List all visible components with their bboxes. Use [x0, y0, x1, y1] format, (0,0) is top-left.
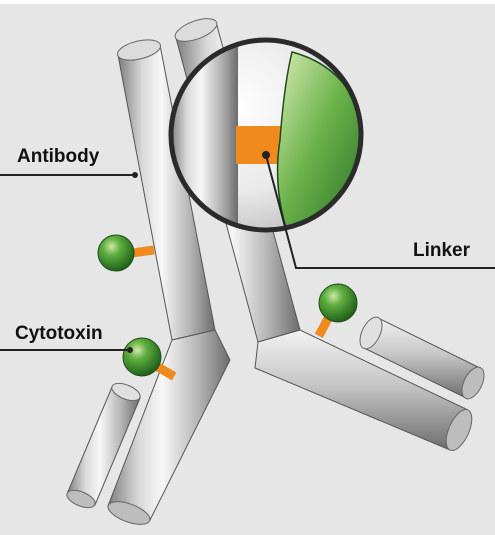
- cytotoxin-label: Cytotoxin: [15, 323, 103, 345]
- antibody-label: Antibody: [17, 146, 99, 168]
- linker-label: Linker: [413, 240, 470, 262]
